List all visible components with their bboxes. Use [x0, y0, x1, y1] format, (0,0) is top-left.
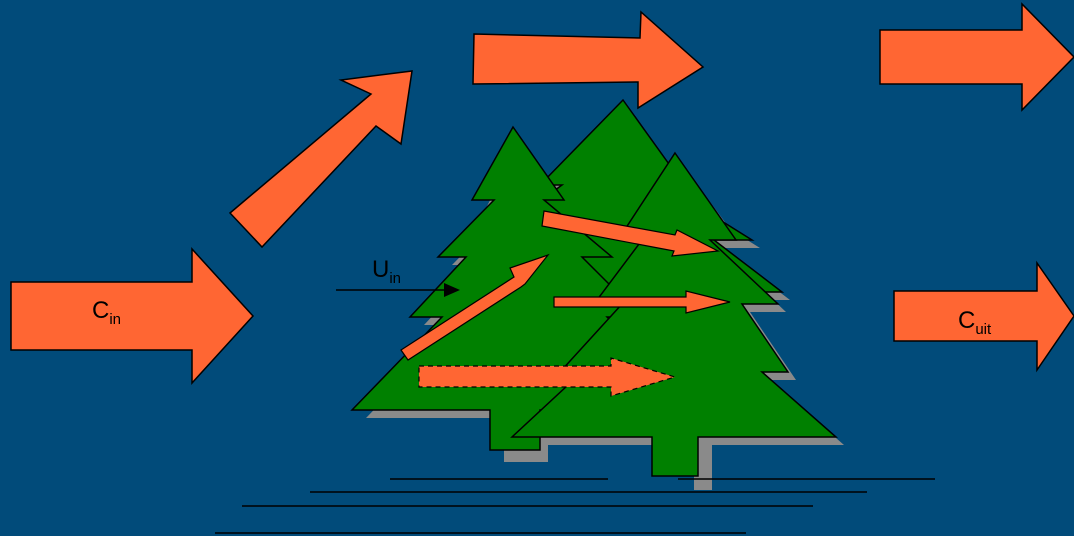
canopy-arrow-dashed: [418, 357, 678, 397]
canopy-arrow-rising: [400, 253, 550, 361]
c-uit-label: Cuit: [958, 307, 992, 338]
canopy-arrows: [400, 210, 731, 397]
inflow-arrow: [10, 247, 255, 385]
rising-arrow: [228, 70, 413, 249]
c-in-label: Cin: [92, 297, 121, 328]
canopy-arrow-middle: [553, 290, 731, 314]
upper-arrow: [472, 10, 705, 110]
c-in-sub: in: [109, 311, 121, 328]
u-in-flux: [336, 283, 460, 297]
c-uit-main: C: [958, 307, 975, 334]
outflow-arrow-top: [879, 2, 1074, 112]
outflow-arrow-bottom: [893, 260, 1074, 373]
u-in-label: Uin: [372, 256, 401, 287]
c-uit-sub: uit: [975, 321, 992, 338]
u-in-arrowhead: [444, 283, 460, 297]
u-in-sub: in: [389, 270, 401, 287]
ground-lines: [215, 478, 935, 534]
c-in-main: C: [92, 297, 109, 324]
wind-arrows: [10, 2, 1074, 385]
u-in-main: U: [372, 256, 389, 283]
canopy-arrow-upper: [541, 210, 721, 257]
